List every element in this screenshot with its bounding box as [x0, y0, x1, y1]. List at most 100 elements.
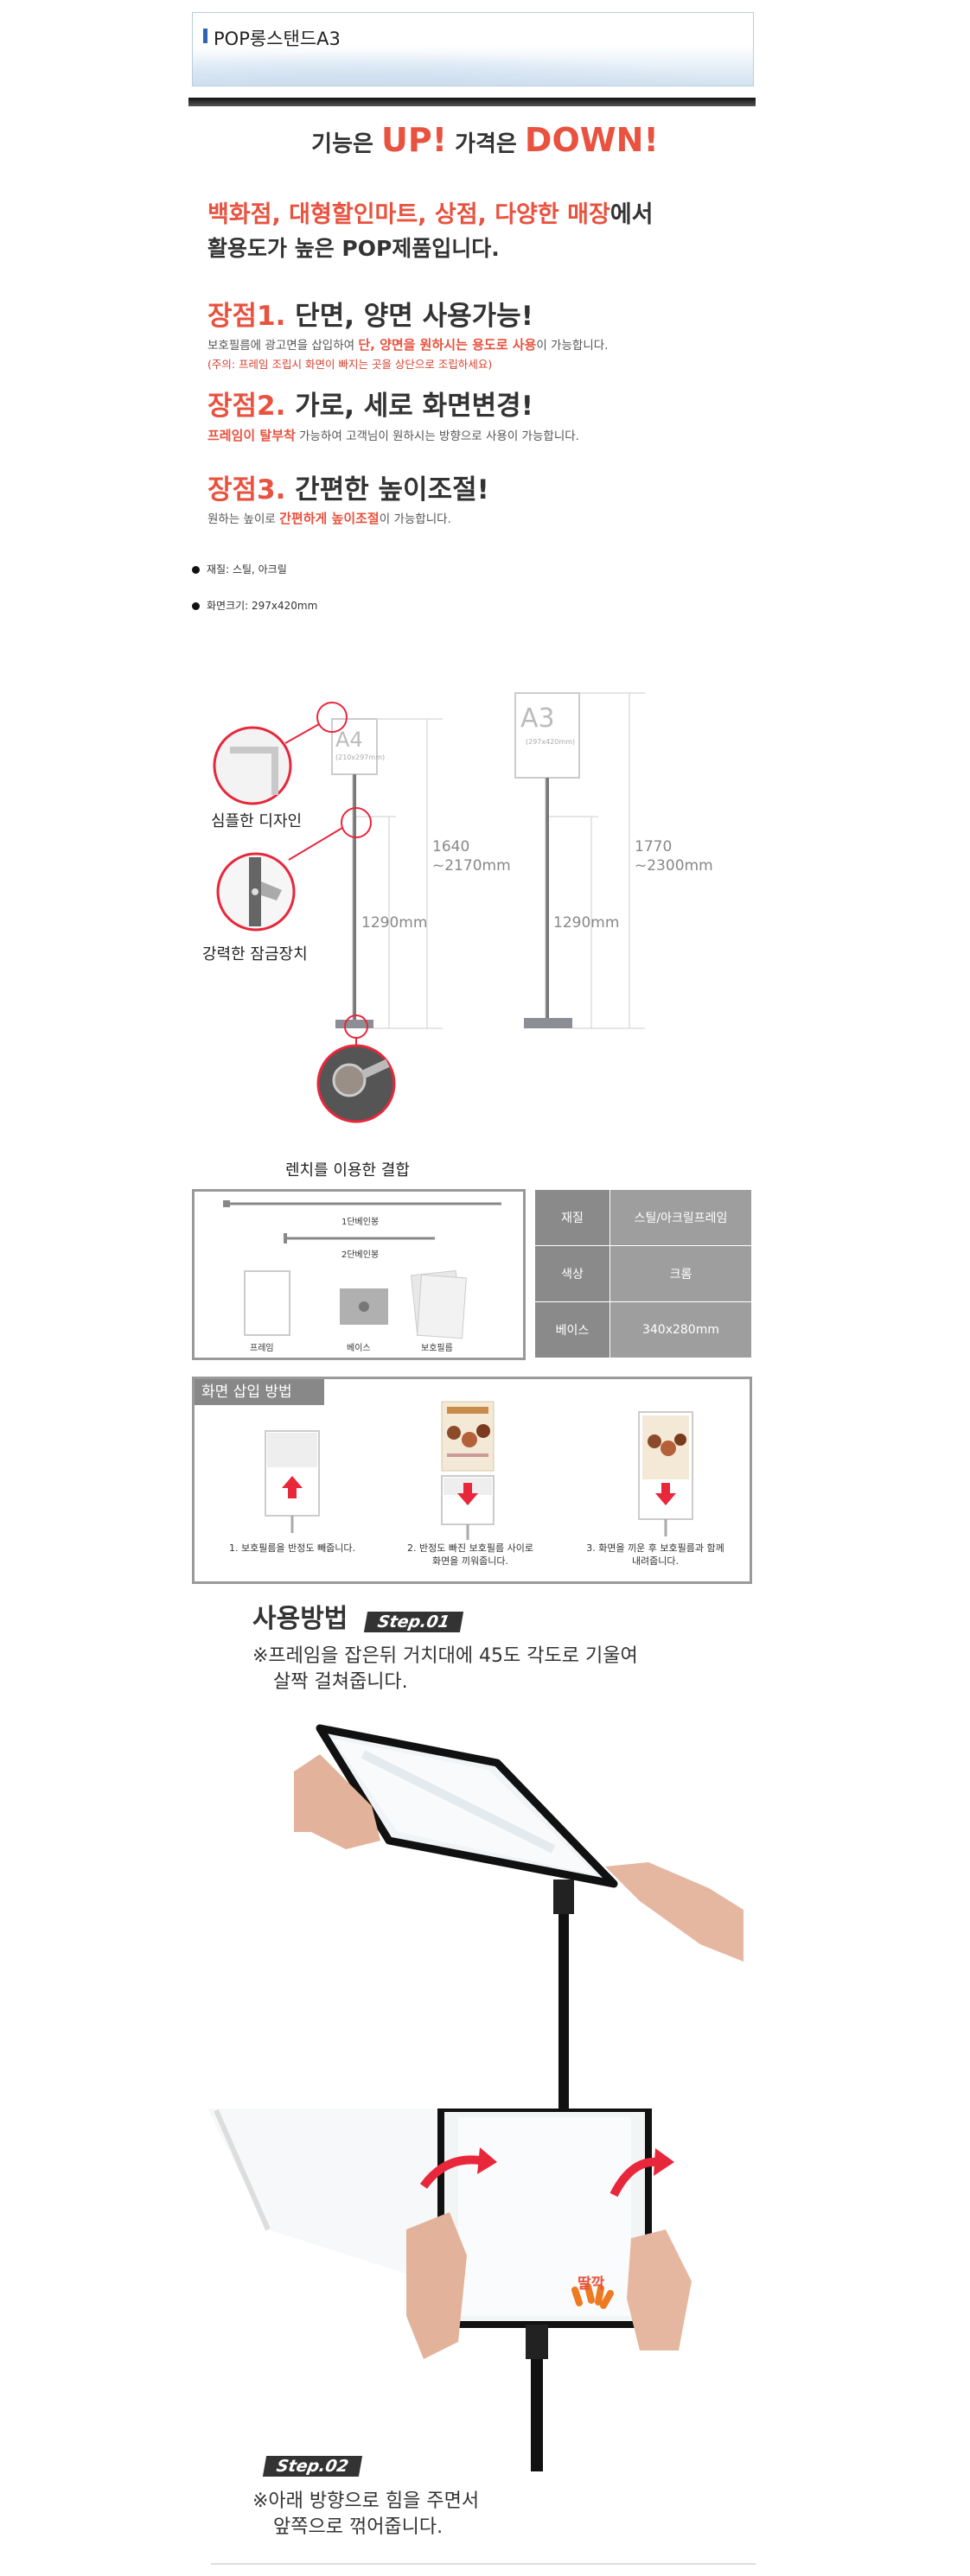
spec-value: 340x280mm [609, 1301, 752, 1358]
part-frame: 프레임 [250, 1344, 274, 1353]
advantage-2-title: 장점2. 가로, 세로 화면변경! [207, 384, 533, 423]
step2-illustration [207, 2109, 692, 2471]
arrow-up-icon [282, 1476, 303, 1498]
page-title: POP롱스탠드A3 [214, 29, 341, 49]
bullet-icon [192, 602, 200, 610]
step2-line1: ※아래 방향으로 힘을 주면서 [252, 2490, 480, 2512]
a4-frame [331, 718, 378, 775]
stand-pole [558, 1914, 569, 2109]
advantage-2-desc-highlight: 프레임이 탈부착 [207, 428, 296, 443]
callout-circle-top [316, 702, 348, 733]
advantage-2-desc: 프레임이 탈부착 가능하여 고객님이 원하시는 방향으로 사용이 가능합니다. [207, 426, 579, 444]
advantage-3-heading: 간편한 높이조절! [285, 474, 489, 506]
howto-title-text: 사용방법 [252, 1604, 348, 1634]
howto-title: 사용방법 Step.01 [252, 1597, 463, 1635]
spec-value: 스틸/아크릴프레임 [609, 1189, 752, 1246]
right-hand [605, 1862, 743, 1962]
advantage-1-desc-pre: 보호필름에 광고면을 삽입하여 [207, 339, 359, 353]
advantage-1-note: (주의: 프레임 조립시 화면이 빠지는 곳을 상단으로 조립하세요) [207, 358, 493, 371]
insert-step-3: 3. 화면을 끼운 후 보호필름과 함께 내려줍니다. [558, 1542, 753, 1568]
bottom-divider [211, 2563, 756, 2565]
advantage-1-number: 장점1. [207, 301, 286, 332]
spec-material: 재질: 스틸, 아크릴 [192, 562, 287, 576]
insert-step-1: 1. 보호필름을 반정도 빼줍니다. [195, 1542, 390, 1555]
headline-part2: 가격은 [447, 131, 525, 157]
left-hand [406, 2212, 467, 2359]
a4-total-height-1: 1640 [432, 838, 470, 855]
insert-steps-drawing [265, 1401, 693, 1540]
a4-total-height-2: ~2170mm [432, 857, 511, 875]
spec-key: 베이스 [534, 1301, 610, 1358]
right-hand [627, 2229, 692, 2350]
advantage-1-heading: 단면, 양면 사용가능! [285, 301, 533, 332]
spec-material-text: 재질: 스틸, 아크릴 [207, 563, 287, 576]
a3-base [524, 1018, 572, 1028]
arrow-curve-icon [477, 2147, 497, 2174]
spec-screen-size: 화면크기: 297x420mm [192, 598, 317, 613]
arrow-down-icon [457, 1483, 478, 1505]
headline: 기능은 UP! 가격은 DOWN! [0, 121, 970, 159]
advantage-2-number: 장점2. [207, 391, 286, 422]
advantage-3-number: 장점3. [207, 474, 286, 506]
left-hand [294, 1754, 380, 1849]
insert-method-box: 화면 삽입 방법 1. 보호필름을 반정도 빼줍니다. 2. 반정도 빠진 보호… [192, 1377, 752, 1584]
a4-base [335, 1020, 373, 1028]
step2-line2: 앞쪽으로 꺾어줍니다. [273, 2516, 444, 2538]
advantage-3-title: 장점3. 간편한 높이조절! [207, 467, 489, 506]
detail-frame-corner [213, 726, 292, 805]
insert-step-1-line1: 1. 보호필름을 반정도 빼줍니다. [229, 1542, 355, 1554]
step2-badge: Step.02 [262, 2456, 363, 2477]
title-marker [203, 29, 207, 43]
click-sound-text: 딸깍 [578, 2275, 605, 2293]
spec-screen-size-text: 화면크기: 297x420mm [207, 600, 318, 612]
stand-diagram [213, 692, 645, 1123]
parts-drawing [223, 1200, 501, 1339]
advantage-1-title: 장점1. 단면, 양면 사용가능! [207, 294, 533, 333]
advantage-3-desc-pre: 원하는 높이로 [207, 512, 280, 526]
insert-step-2-line1: 2. 반정도 빠진 보호필름 사이로 [407, 1542, 533, 1554]
label-simple-design: 심플한 디자인 [211, 812, 303, 830]
advantage-3-desc-post: 이 가능합니다. [379, 512, 451, 526]
bullet-icon [192, 566, 200, 574]
spec-key: 색상 [534, 1245, 610, 1302]
step1-illustration [294, 1724, 743, 2109]
callout-circle-middle [341, 807, 372, 838]
insert-step-3-line2: 내려줍니다. [631, 1555, 680, 1567]
spec-value: 크롬 [609, 1245, 752, 1302]
advantage-1-desc: 보호필름에 광고면을 삽입하여 단, 양면을 원하시는 용도로 사용이 가능합니… [207, 335, 608, 353]
title-divider [188, 98, 756, 106]
a3-total-height-1: 1770 [635, 838, 673, 855]
a3-frame [514, 692, 580, 779]
arrow-down-icon [655, 1483, 676, 1505]
part-base: 베이스 [347, 1344, 371, 1353]
advantage-1-desc-post: 이 가능합니다. [536, 339, 609, 353]
label-strong-lock: 강력한 잠금장치 [202, 945, 308, 964]
headline-part1: 기능은 [311, 131, 381, 157]
insert-step-2-line2: 화면을 끼워줍니다. [432, 1555, 508, 1567]
step1-line2: 살짝 걸쳐줍니다. [273, 1671, 408, 1693]
advantage-3-desc: 원하는 높이로 간편하게 높이조절이 가능합니다. [207, 509, 451, 527]
a4-frame-size: (210x297mm) [335, 754, 386, 761]
headline-up: UP! [380, 121, 448, 159]
a3-pole-height: 1290mm [553, 914, 620, 932]
spec-key: 재질 [534, 1189, 610, 1246]
part-film: 보호필름 [421, 1344, 453, 1353]
insert-step-3-line1: 3. 화면을 끼운 후 보호필름과 함께 [586, 1542, 724, 1554]
insert-method-title: 화면 삽입 방법 [195, 1379, 324, 1405]
title-wave-decoration [193, 51, 753, 86]
arrow-curve-icon [654, 2148, 674, 2176]
intro-tail: 에서 [609, 201, 654, 228]
advantage-3-desc-highlight: 간편하게 높이조절 [279, 511, 380, 526]
title-bar: POP롱스탠드A3 [192, 12, 754, 86]
label-wrench-assembly: 렌치를 이용한 결합 [285, 1161, 410, 1180]
a3-frame-label: A3 [520, 703, 555, 734]
advantage-1-desc-highlight: 단, 양면을 원하시는 용도로 사용 [358, 337, 537, 353]
a3-total-height-2: ~2300mm [635, 857, 713, 875]
a4-frame-label: A4 [335, 728, 363, 752]
intro-highlight: 백화점, 대형할인마트, 상점, 다양한 매장 [207, 201, 610, 228]
advantage-2-desc-post: 가능하여 고객님이 원하시는 방향으로 사용이 가능합니다. [295, 429, 579, 443]
part-pole-2: 2단베인봉 [341, 1250, 380, 1260]
